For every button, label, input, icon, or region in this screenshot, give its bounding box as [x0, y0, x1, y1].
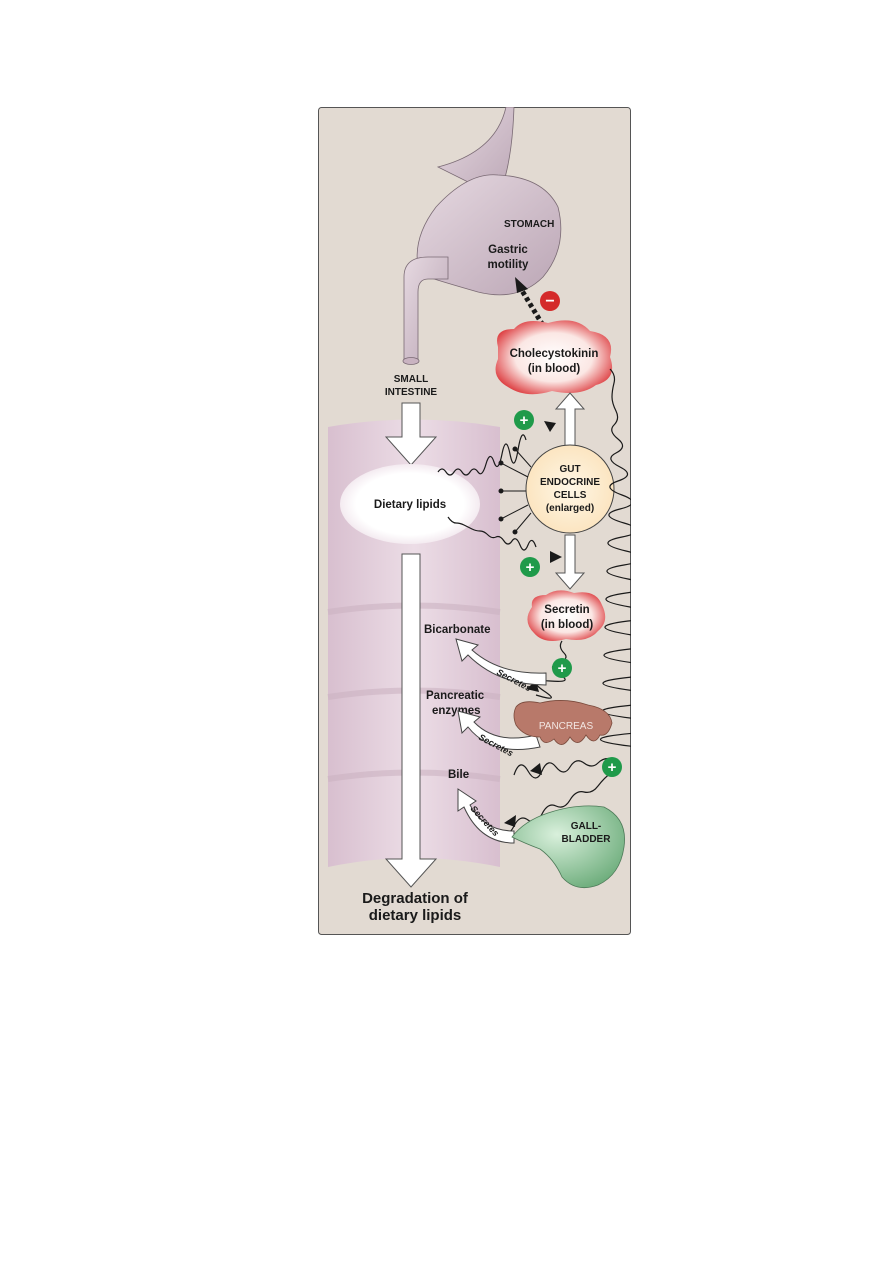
cholecystokinin-blob: [495, 320, 613, 395]
degradation-label-2: dietary lipids: [369, 907, 462, 924]
intestine-flow-arrow-bottom: [384, 553, 438, 888]
dietary-lipids-label: Dietary lipids: [374, 499, 446, 511]
plus-badge-pancreas: +: [552, 658, 572, 678]
stomach-label: STOMACH: [504, 219, 554, 230]
lipid-digestion-diagram: STOMACH Gastric motility SMALL INTESTINE…: [318, 106, 674, 935]
gastric-motility-label-2: motility: [488, 259, 529, 271]
secretin-blob: [527, 590, 606, 641]
pancreatic-enzymes-label-1: Pancreatic: [426, 690, 485, 702]
plus-badge-cck: +: [514, 410, 534, 430]
gut-label-1: GUT: [559, 464, 580, 475]
gallbladder-label-1: GALL-: [571, 821, 602, 832]
pancreas-label: PANCREAS: [539, 721, 594, 732]
cck-label-1: Cholecystokinin: [510, 348, 599, 360]
dietary-lipids-blob: [340, 464, 480, 544]
gut-label-4: (enlarged): [546, 503, 594, 514]
gallbladder-shape: [511, 805, 625, 889]
gut-label-2: ENDOCRINE: [540, 477, 600, 488]
gut-cell-receptors: [498, 446, 532, 535]
secretin-label-1: Secretin: [544, 604, 589, 616]
lipid-signal-to-secretin: [447, 516, 562, 563]
small-intestine-label-1: SMALL: [394, 374, 428, 385]
gut-label-3: CELLS: [554, 490, 587, 501]
gut-to-secretin-arrow: [554, 534, 586, 590]
cck-label-2: (in blood): [528, 363, 581, 375]
stomach-shape: [402, 106, 562, 365]
intestine-flow-arrow-top: [384, 402, 438, 466]
gallbladder-label-2: BLADDER: [562, 834, 612, 845]
bicarbonate-label: Bicarbonate: [424, 624, 490, 636]
gut-endocrine-cells: [525, 444, 615, 534]
pancreas-shape: [513, 700, 613, 745]
svg-text:−: −: [545, 293, 554, 310]
secretin-label-2: (in blood): [541, 619, 594, 631]
svg-text:+: +: [520, 412, 529, 429]
degradation-label-1: Degradation of: [362, 890, 469, 907]
gut-to-cck-arrow: [554, 392, 586, 448]
plus-badge-secretin: +: [520, 557, 540, 577]
gastric-motility-label-1: Gastric: [488, 244, 528, 256]
plus-badge-cck-organs: +: [602, 757, 622, 777]
minus-badge: −: [540, 291, 560, 311]
lipid-signal-to-cck: [437, 421, 556, 476]
svg-text:+: +: [608, 759, 617, 776]
svg-text:+: +: [558, 660, 567, 677]
bile-label: Bile: [448, 769, 469, 781]
small-intestine-label-2: INTESTINE: [385, 387, 438, 398]
svg-text:+: +: [526, 559, 535, 576]
